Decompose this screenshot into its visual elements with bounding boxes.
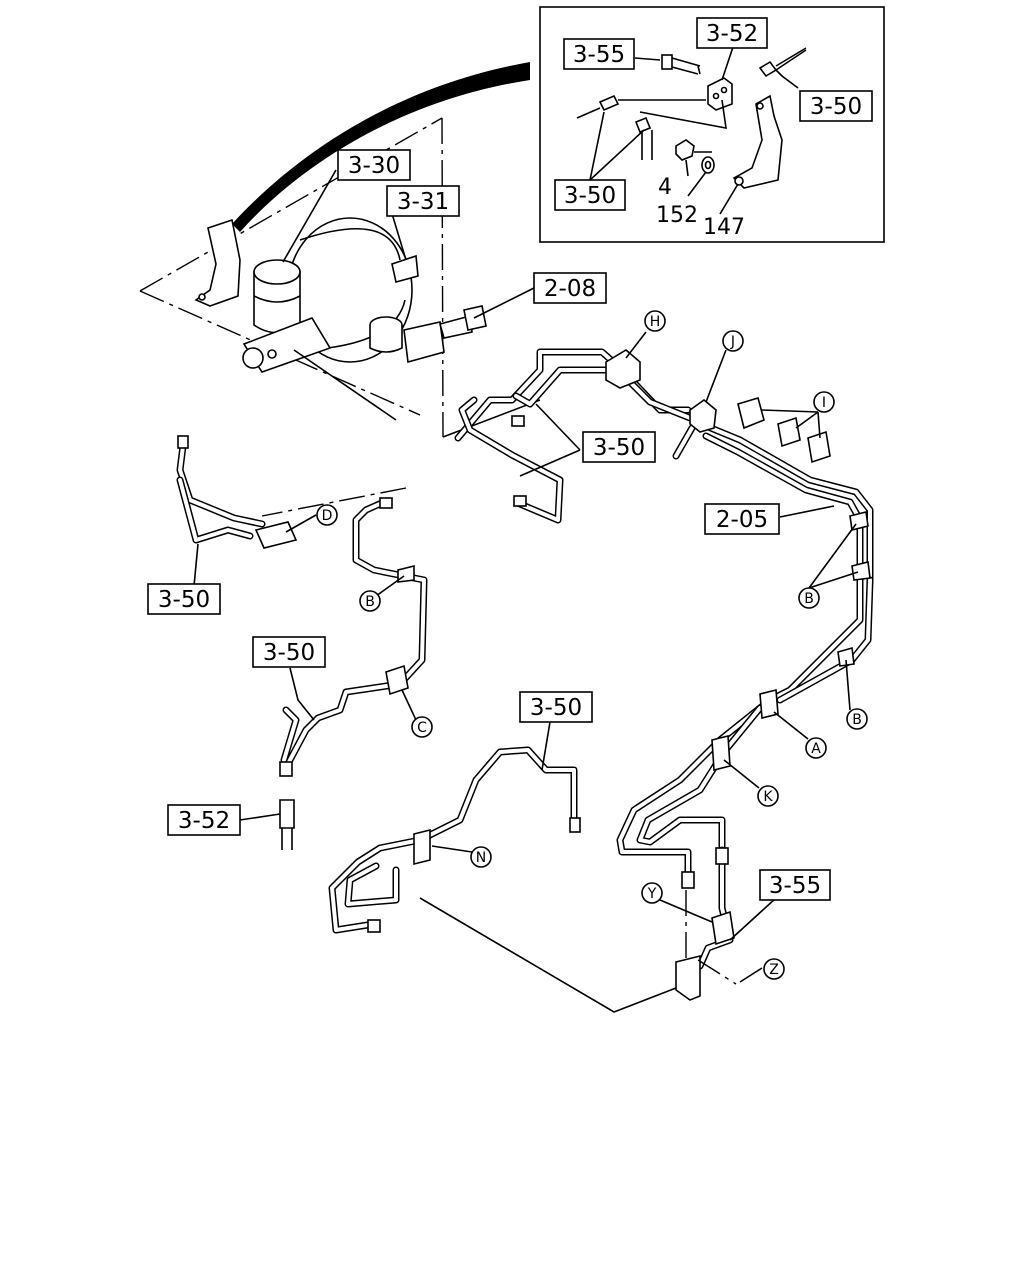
label-3-30: 3-30 [348,153,400,179]
callout-c: C [417,720,427,736]
label-2-08: 2-08 [544,276,596,302]
callout-z: Z [769,962,779,978]
label-3-52-bottom: 3-52 [178,808,230,834]
reference-labels: 3-55 3-52 3-50 3-50 4 152 147 3-30 3-31 … [147,17,873,901]
callout-circles: H J I D B B B C A K N Y Z [316,310,868,980]
callout-d: D [322,508,333,524]
callout-n: N [476,850,486,866]
inset-joint-block [707,77,733,111]
label-3-50-left: 3-50 [158,587,210,613]
label-3-50-inset-right: 3-50 [810,94,862,120]
callout-h: H [650,314,661,330]
clips-and-fittings [177,349,871,1013]
label-3-55-bottom: 3-55 [769,873,821,899]
label-2-05: 2-05 [716,507,768,533]
label-3-31: 3-31 [397,189,449,215]
label-part-152: 152 [656,203,698,228]
label-3-50-inset-left: 3-50 [564,183,616,209]
callout-j: J [730,334,735,350]
brake-booster-assembly [139,117,541,438]
callout-b-left: B [365,594,375,610]
label-part-147: 147 [703,215,745,240]
leader-lines [193,331,859,983]
label-3-55-inset: 3-55 [573,42,625,68]
callout-y: Y [647,886,657,902]
label-3-50-bottom: 3-50 [530,695,582,721]
label-3-50-center: 3-50 [593,435,645,461]
label-3-50-mid-left: 3-50 [263,640,315,666]
callout-k: K [763,789,773,805]
callout-b-right: B [804,591,814,607]
callout-b-lower: B [852,712,862,728]
callout-a: A [811,741,821,757]
callout-i: I [822,395,826,411]
label-3-52-inset: 3-52 [706,21,758,47]
inset-detail [232,6,885,243]
inset-bolt [661,54,701,75]
label-part-4: 4 [658,175,672,200]
